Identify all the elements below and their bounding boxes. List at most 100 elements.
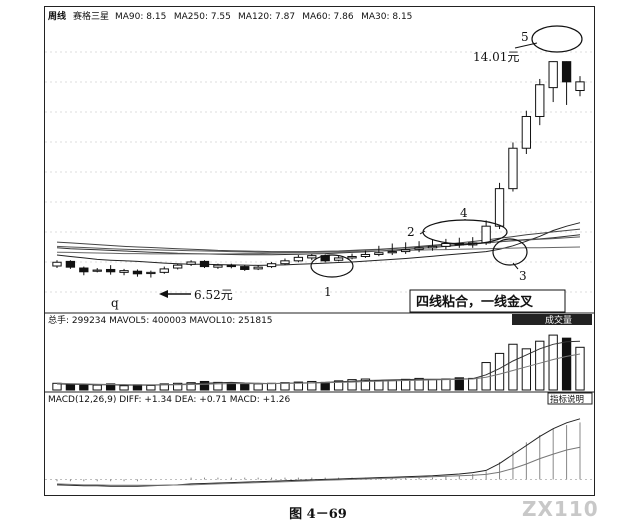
volume-bar bbox=[387, 379, 397, 391]
volume-bar bbox=[266, 382, 277, 391]
candle-body bbox=[159, 268, 169, 273]
figure-caption: 图 4－69 bbox=[289, 507, 347, 522]
annotation-box bbox=[409, 289, 566, 313]
volume-bar bbox=[253, 383, 263, 391]
volume-button-label: 成交量 bbox=[545, 314, 572, 326]
volume-bar bbox=[454, 377, 464, 391]
candle-body bbox=[280, 260, 290, 265]
candle-body bbox=[387, 251, 397, 254]
marker-2: 2 bbox=[407, 225, 415, 239]
ma-line-ma250 bbox=[56, 246, 581, 255]
candle-body bbox=[65, 260, 76, 268]
candle-body bbox=[105, 268, 116, 273]
ma-legend-item-ma60: MA60: 7.86 bbox=[302, 12, 354, 22]
candle-body bbox=[92, 269, 102, 272]
stock-name: 赛格三星 bbox=[73, 10, 109, 22]
volume-bar bbox=[159, 383, 169, 391]
volume-ma10-line bbox=[56, 353, 581, 386]
indicator-help-button[interactable] bbox=[547, 392, 593, 405]
volume-bar bbox=[186, 382, 196, 391]
annotation-box-text: 四线粘合，一线金叉 bbox=[416, 294, 534, 310]
volume-bar bbox=[226, 382, 236, 391]
arrow-head-icon bbox=[159, 290, 168, 298]
marker-1: 1 bbox=[324, 285, 332, 299]
volume-bar bbox=[535, 340, 545, 391]
candle-body bbox=[266, 263, 277, 268]
marker-4: 4 bbox=[460, 206, 468, 220]
annotation-circle-5 bbox=[531, 25, 583, 53]
candle-body bbox=[548, 61, 558, 89]
candle-body bbox=[307, 255, 317, 259]
volume-bar bbox=[105, 383, 116, 391]
volume-indicator-button[interactable] bbox=[512, 314, 592, 325]
volume-bar bbox=[414, 377, 424, 391]
volume-bar bbox=[508, 343, 518, 391]
candle-body bbox=[374, 252, 384, 255]
candle-body bbox=[293, 256, 304, 262]
candlesticks bbox=[52, 61, 585, 278]
volume-bar bbox=[146, 384, 156, 391]
marker-3: 3 bbox=[519, 269, 527, 283]
ma-lines bbox=[56, 222, 581, 266]
annotation-circle-3 bbox=[492, 238, 528, 266]
candle-body bbox=[508, 147, 518, 190]
candle-body bbox=[333, 257, 344, 261]
watermark: ZX110 bbox=[522, 497, 599, 521]
candle-body bbox=[253, 266, 263, 270]
volume-bar bbox=[374, 380, 384, 391]
ma-line-ma30 bbox=[56, 222, 581, 266]
leader-line-2 bbox=[419, 230, 426, 235]
candle-body bbox=[52, 261, 62, 267]
candle-body bbox=[79, 267, 89, 273]
indicator-help-label: 指标说明 bbox=[550, 394, 584, 405]
volume-bar bbox=[320, 381, 330, 391]
macd-dea-line bbox=[56, 446, 581, 486]
volume-bars bbox=[52, 334, 585, 391]
volume-bar bbox=[307, 380, 317, 391]
ma-legend-item-ma30: MA30: 8.15 bbox=[361, 12, 412, 22]
candle-body bbox=[561, 61, 572, 83]
candle-body bbox=[213, 264, 223, 268]
leader-line-5 bbox=[514, 42, 538, 49]
volume-bar bbox=[441, 378, 451, 391]
volume-bar bbox=[575, 346, 585, 391]
volume-bar bbox=[199, 380, 210, 391]
volume-bar bbox=[347, 379, 357, 391]
volume-bar bbox=[561, 337, 572, 391]
volume-bar bbox=[548, 334, 558, 391]
macd-header: MACD(12,26,9) DIFF: +1.34 DEA: +0.71 MAC… bbox=[48, 395, 290, 405]
macd-lines bbox=[45, 418, 594, 487]
candle-body bbox=[240, 266, 250, 270]
candle-body bbox=[414, 247, 424, 250]
volume-bar bbox=[65, 384, 76, 391]
volume-bar bbox=[52, 382, 62, 391]
volume-bar bbox=[468, 377, 478, 391]
price-grid bbox=[45, 51, 594, 293]
marker-5: 5 bbox=[521, 30, 529, 44]
period-label: 周线 bbox=[48, 10, 66, 22]
high-price-label: 14.01元 bbox=[473, 50, 519, 64]
annotation-circle-1 bbox=[310, 254, 354, 278]
candle-body bbox=[521, 115, 532, 149]
low-price-label: 6.52元 bbox=[194, 288, 233, 302]
candle-body bbox=[132, 270, 143, 275]
volume-header: 总手: 299234 MAVOL5: 400003 MAVOL10: 25181… bbox=[48, 314, 273, 326]
volume-bar bbox=[79, 384, 89, 391]
ma-legend-item-ma90: MA90: 8.15 bbox=[115, 12, 166, 22]
ma-legend-item-ma250: MA250: 7.55 bbox=[174, 12, 231, 22]
candle-body bbox=[226, 264, 236, 268]
volume-bar bbox=[333, 380, 344, 391]
candle-body bbox=[173, 264, 183, 269]
candle-body bbox=[146, 271, 156, 275]
ma-line-ma120 bbox=[56, 236, 581, 253]
candle-body bbox=[427, 245, 438, 249]
candle-body bbox=[441, 242, 451, 247]
candle-body bbox=[360, 253, 371, 257]
volume-bar bbox=[360, 378, 371, 391]
leader-line-3 bbox=[512, 262, 519, 270]
volume-bar bbox=[92, 384, 102, 391]
volume-bar bbox=[119, 385, 129, 391]
volume-bar bbox=[494, 352, 505, 391]
